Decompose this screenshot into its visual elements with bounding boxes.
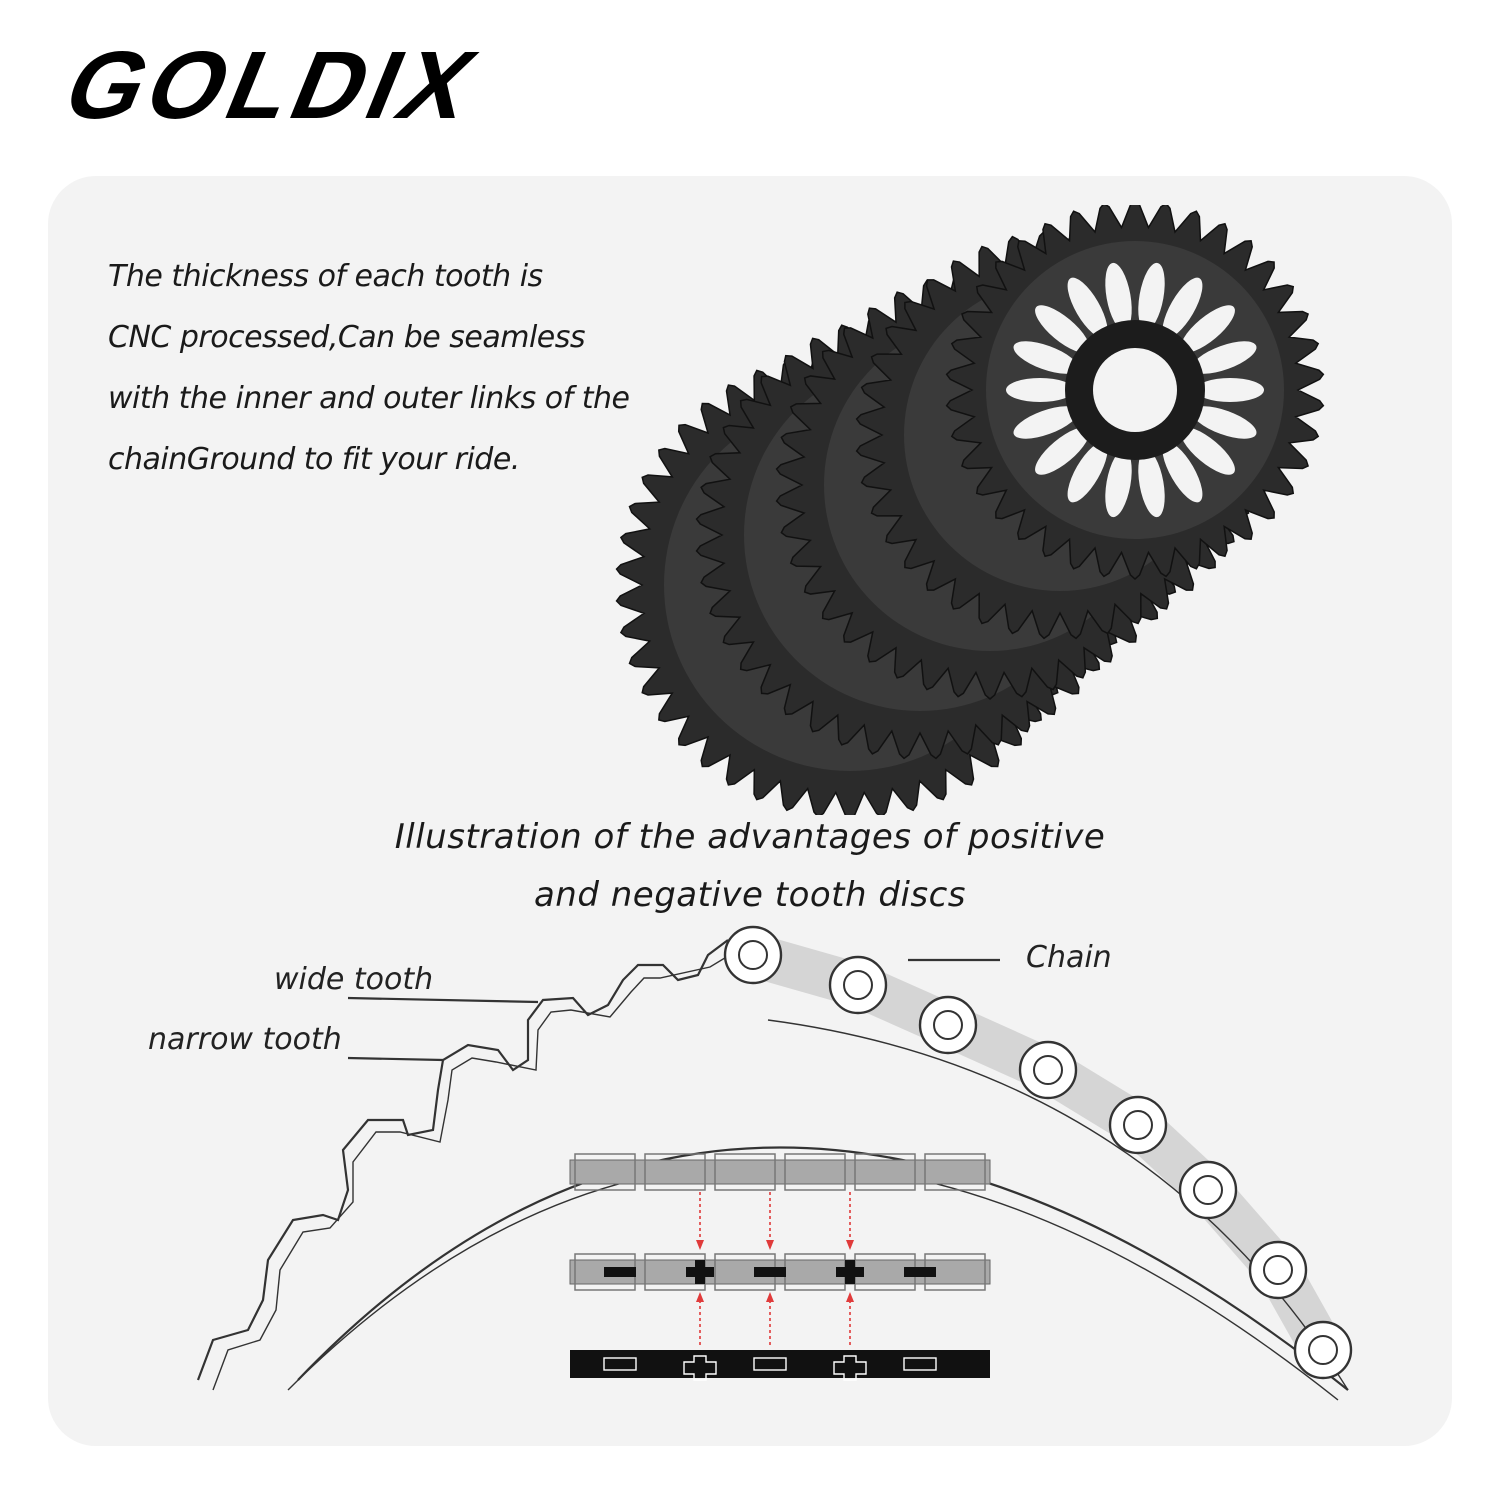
chain-pin <box>738 940 768 970</box>
spoke-cutout <box>1013 406 1078 439</box>
chain-roller <box>918 995 978 1055</box>
intro-line: with the inner and outer links of the <box>108 381 630 416</box>
spoke-cutout <box>1105 262 1132 330</box>
narrow-tooth-outline <box>903 1357 937 1371</box>
chain-side-view-top <box>569 1153 991 1191</box>
arrow-head <box>696 1292 704 1302</box>
arrow-head <box>696 1240 704 1250</box>
arrow-head <box>766 1292 774 1302</box>
chain-pin <box>933 1010 963 1040</box>
narrow-tooth-leader-line <box>347 1056 444 1062</box>
spoke-cutout <box>1138 262 1165 330</box>
wide-tooth-outline <box>833 1355 867 1381</box>
spoke-cutout <box>1067 277 1108 338</box>
spoke-cutout <box>1105 450 1132 518</box>
link-plate <box>714 1153 776 1191</box>
wide-tooth-section <box>845 1260 855 1284</box>
intro-text: The thickness of each tooth is CNC proce… <box>108 246 668 490</box>
wide-tooth-section <box>695 1260 705 1284</box>
narrow-tooth-outline <box>603 1357 637 1371</box>
narrow-tooth-label: narrow tooth <box>148 1022 342 1057</box>
chain-roller <box>723 925 783 985</box>
chain-roller <box>1018 1040 1078 1100</box>
chain-pin <box>1123 1110 1153 1140</box>
arrow-head <box>766 1240 774 1250</box>
chain-link-alignment-diagram <box>569 1153 991 1381</box>
narrow-tooth-section <box>604 1267 636 1277</box>
chain-roller <box>1178 1160 1238 1220</box>
arrow-head <box>846 1292 854 1302</box>
center-bore <box>1093 348 1177 432</box>
spoke-cutout <box>1035 305 1090 353</box>
chain-roller <box>828 955 888 1015</box>
goldix-logo: GOLDIX <box>50 38 496 128</box>
spoke-cutout <box>1192 406 1257 439</box>
link-plate <box>574 1153 636 1191</box>
chainring-inner-arc <box>297 1146 1349 1391</box>
intro-line: CNC processed,Can be seamless <box>108 320 586 355</box>
spoke-cutout <box>1013 341 1078 374</box>
narrow-tooth-section <box>754 1267 786 1277</box>
intro-line: chainGround to fit your ride. <box>108 442 520 477</box>
link-plate <box>784 1153 846 1191</box>
wide-tooth-leader-line <box>347 996 539 1004</box>
chain-side-view-engaged <box>569 1253 991 1291</box>
heading-line: Illustration of the advantages of positi… <box>394 817 1106 857</box>
diagram-heading: Illustration of the advantages of positi… <box>250 808 1250 924</box>
spoke-cutout <box>1035 427 1090 475</box>
link-plate <box>644 1153 706 1191</box>
link-plate <box>854 1153 916 1191</box>
tooth-chain-drawing <box>196 925 1353 1401</box>
wide-tooth-label: wide tooth <box>274 962 434 997</box>
wide-tooth-outline <box>683 1355 717 1381</box>
spoke-cutout <box>1180 305 1235 353</box>
spoke-cutout <box>1162 277 1203 338</box>
chain-pin <box>1033 1055 1063 1085</box>
chainring-teeth-outline <box>196 939 729 1381</box>
tooth-profile-bar <box>570 1350 990 1381</box>
spoke-cutout <box>1196 378 1264 402</box>
arrow-head <box>846 1240 854 1250</box>
heading-line: and negative tooth discs <box>533 875 967 915</box>
spoke-cutout <box>1006 378 1074 402</box>
chain-roller <box>1293 1320 1353 1380</box>
chainring-stack-image <box>615 205 1325 815</box>
chain-roller <box>1108 1095 1168 1155</box>
spoke-cutout <box>1162 442 1203 503</box>
svg-text:GOLDIX: GOLDIX <box>50 38 496 128</box>
chain-roller <box>1248 1240 1308 1300</box>
chain-pin <box>843 970 873 1000</box>
chain-pin <box>1263 1255 1293 1285</box>
link-plate <box>924 1153 986 1191</box>
intro-line: The thickness of each tooth is <box>108 259 543 294</box>
chain-label: Chain <box>1026 940 1112 975</box>
link-band <box>569 1159 991 1185</box>
spoke-cutout <box>1192 341 1257 374</box>
narrow-tooth-outline <box>753 1357 787 1371</box>
engagement-arrows <box>696 1192 854 1345</box>
spoke-cutout <box>1067 442 1108 503</box>
chain-pin <box>1193 1175 1223 1205</box>
spoke-cutout <box>1138 450 1165 518</box>
narrow-tooth-section <box>904 1267 936 1277</box>
chain-pin <box>1308 1335 1338 1365</box>
spoke-cutout <box>1180 427 1235 475</box>
